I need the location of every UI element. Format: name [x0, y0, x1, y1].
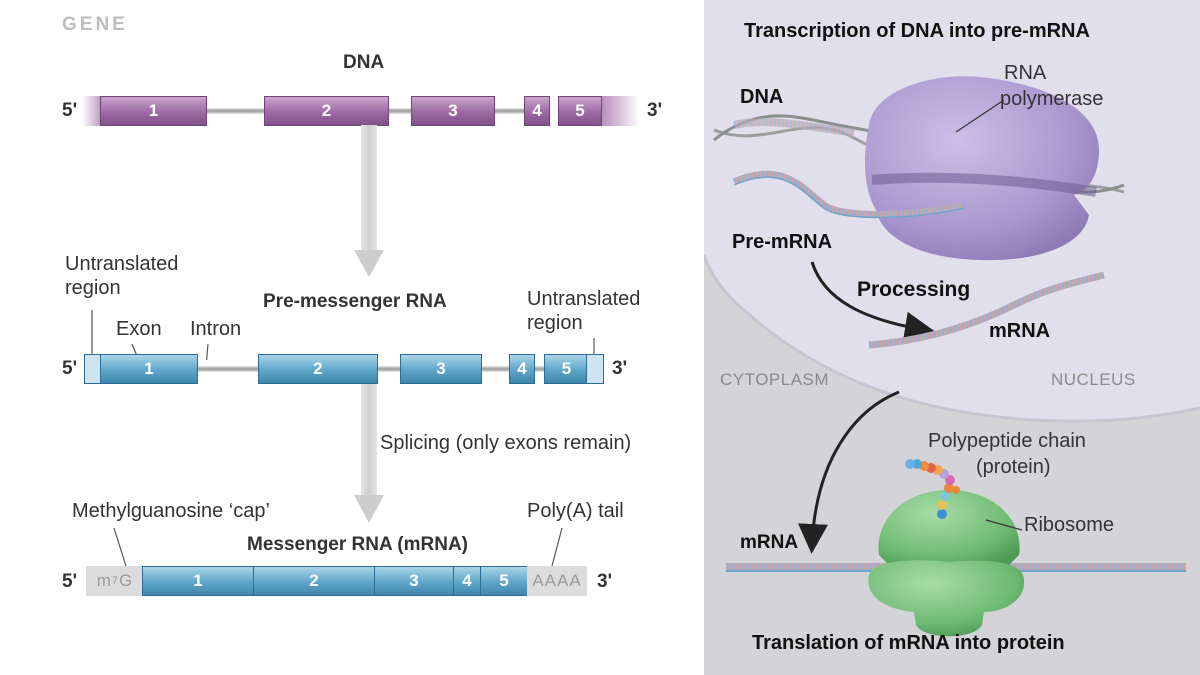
cytoplasm-mrna-label: mRNA: [740, 532, 799, 553]
nuclear-envelope: [704, 254, 1200, 423]
dna-exon-4: 4: [524, 96, 550, 126]
exon-label: Exon: [116, 318, 162, 340]
pre-mrna-pointer-lines: [91, 310, 595, 360]
dna-label: DNA: [740, 86, 784, 108]
cap-g: G: [119, 571, 134, 590]
pre-mrna-exon-5: 5: [544, 354, 589, 384]
cap-superscript: 7: [111, 575, 120, 587]
pre-mrna-title: Pre-messenger RNA: [263, 291, 447, 312]
splicing-label: Splicing (only exons remain): [380, 432, 632, 454]
export-arrow: [798, 390, 900, 554]
dna-title: DNA: [343, 52, 385, 73]
dna-exon-1: 1: [100, 96, 207, 126]
polymerase-pointer: [955, 99, 1005, 133]
translation-title: Translation of mRNA into protein: [752, 632, 1065, 654]
mrna-exon-1: 1: [142, 566, 254, 596]
pre-mrna-5prime: 5': [62, 358, 78, 379]
pre-mrna-exon-4: 4: [509, 354, 535, 384]
dna-exon-2: 2: [264, 96, 389, 126]
dna-exon-5: 5: [558, 96, 602, 126]
mrna-exon-3: 3: [374, 566, 454, 596]
mrna-exon-2: 2: [253, 566, 375, 596]
mrna-3prime: 3': [597, 571, 613, 592]
mrna-5prime: 5': [62, 571, 78, 592]
utr-right-label: Untranslated region: [527, 288, 641, 334]
polypeptide-chain-icon: [905, 459, 960, 519]
mrna-exon-4: 4: [453, 566, 481, 596]
cap-label: Methylguanosine ‘cap’: [72, 500, 270, 522]
mrna-exon-5: 5: [480, 566, 528, 596]
mrna-pointer-lines: [113, 527, 563, 567]
arrow-dna-to-premrna: [354, 125, 384, 277]
pre-mrna-exon-2: 2: [258, 354, 378, 384]
cell-illustration: [704, 0, 1200, 637]
nuclear-mrna-strand: [868, 271, 1105, 349]
nucleus-label: NUCLEUS: [1051, 370, 1136, 389]
gene-section-tag: GENE: [62, 14, 128, 35]
transcription-title: Transcription of DNA into pre-mRNA: [744, 20, 1090, 42]
mrna-title: Messenger RNA (mRNA): [247, 534, 468, 555]
nucleus-mrna-label: mRNA: [989, 320, 1051, 342]
polymerase-label-line2: polymerase: [1000, 88, 1104, 110]
pre-mrna-strand: [732, 170, 965, 218]
polypeptide-label-line2: (protein): [976, 456, 1051, 478]
pre-mrna-3prime: 3': [612, 358, 628, 379]
arrow-splicing: [354, 380, 384, 523]
pre-mrna-exon-1: 1: [100, 354, 198, 384]
cytoplasm-label: CYTOPLASM: [720, 370, 830, 389]
dna-3prime: 3': [647, 100, 663, 121]
ribosome-pointer: [985, 519, 1023, 531]
utr-right: [586, 354, 604, 384]
process-arrows: [354, 125, 384, 523]
polymerase-label-line1: RNA: [1004, 62, 1047, 84]
intron-label: Intron: [190, 318, 242, 340]
utr-left-label: Untranslated region: [65, 253, 179, 299]
ribosome-label: Ribosome: [1024, 514, 1115, 536]
ribosome-icon: [868, 490, 1025, 637]
tail-label: Poly(A) tail: [527, 500, 624, 522]
cap-m: m: [96, 571, 112, 590]
dna-exon-3: 3: [411, 96, 495, 126]
dna-fade-right: [600, 96, 640, 126]
polypeptide-label-line1: Polypeptide chain: [928, 430, 1086, 452]
poly-a-tail: AAAA: [527, 566, 587, 596]
cell-panel: Transcription of DNA into pre-mRNA DNA R…: [704, 0, 1200, 675]
processing-label: Processing: [857, 278, 971, 301]
pre-mrna-label: Pre-mRNA: [732, 231, 833, 253]
dna-5prime: 5': [62, 100, 78, 121]
processing-arrow: [810, 261, 935, 342]
dna-fade-left: [82, 96, 104, 126]
pre-mrna-exon-3: 3: [400, 354, 482, 384]
